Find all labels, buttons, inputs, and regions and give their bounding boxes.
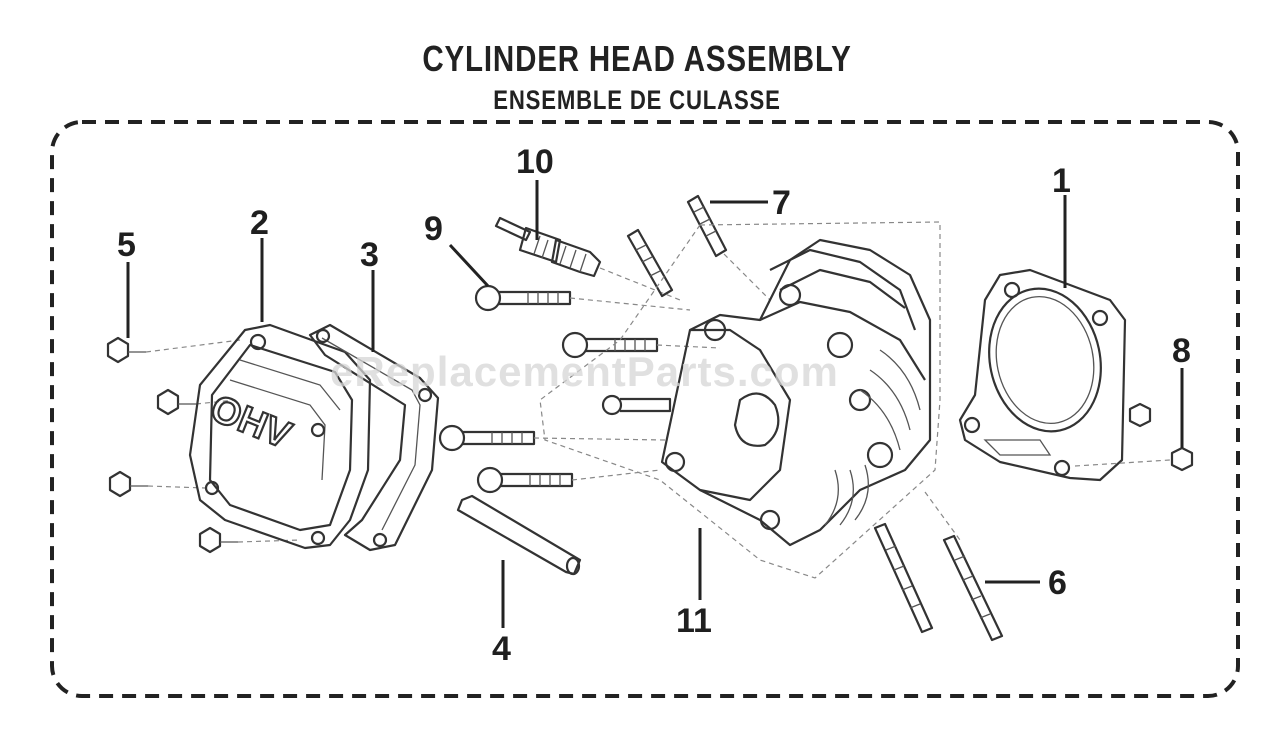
diagram-subtitle: ENSEMBLE DE CULASSE [493,85,781,115]
spark-plug [494,216,681,301]
dowel-pins [626,194,771,301]
cover-bolts [106,336,301,554]
nuts [1074,402,1194,472]
callout-4: 4 [492,630,511,668]
studs [873,491,1004,642]
callout-5: 5 [117,226,136,264]
cover-gasket [308,323,440,552]
callout-1: 1 [1052,162,1071,200]
callout-3: 3 [360,236,379,274]
callout-9: 9 [424,210,443,248]
callout-6: 6 [1048,564,1067,602]
callout-2: 2 [250,204,269,242]
diagram-title: CYLINDER HEAD ASSEMBLY [422,38,852,79]
callout-10: 10 [516,143,554,181]
dashed-frame [50,120,1240,698]
callout-11: 11 [676,602,712,640]
callout-7: 7 [772,184,791,222]
watermark: eReplacementParts.com [330,348,839,395]
guide-pin [456,494,582,576]
callout-8: 8 [1172,332,1191,370]
cylinder-head [539,221,941,579]
cover-logo: OHV [205,387,298,457]
leader-lines [126,180,1184,628]
head-gasket [958,268,1127,482]
